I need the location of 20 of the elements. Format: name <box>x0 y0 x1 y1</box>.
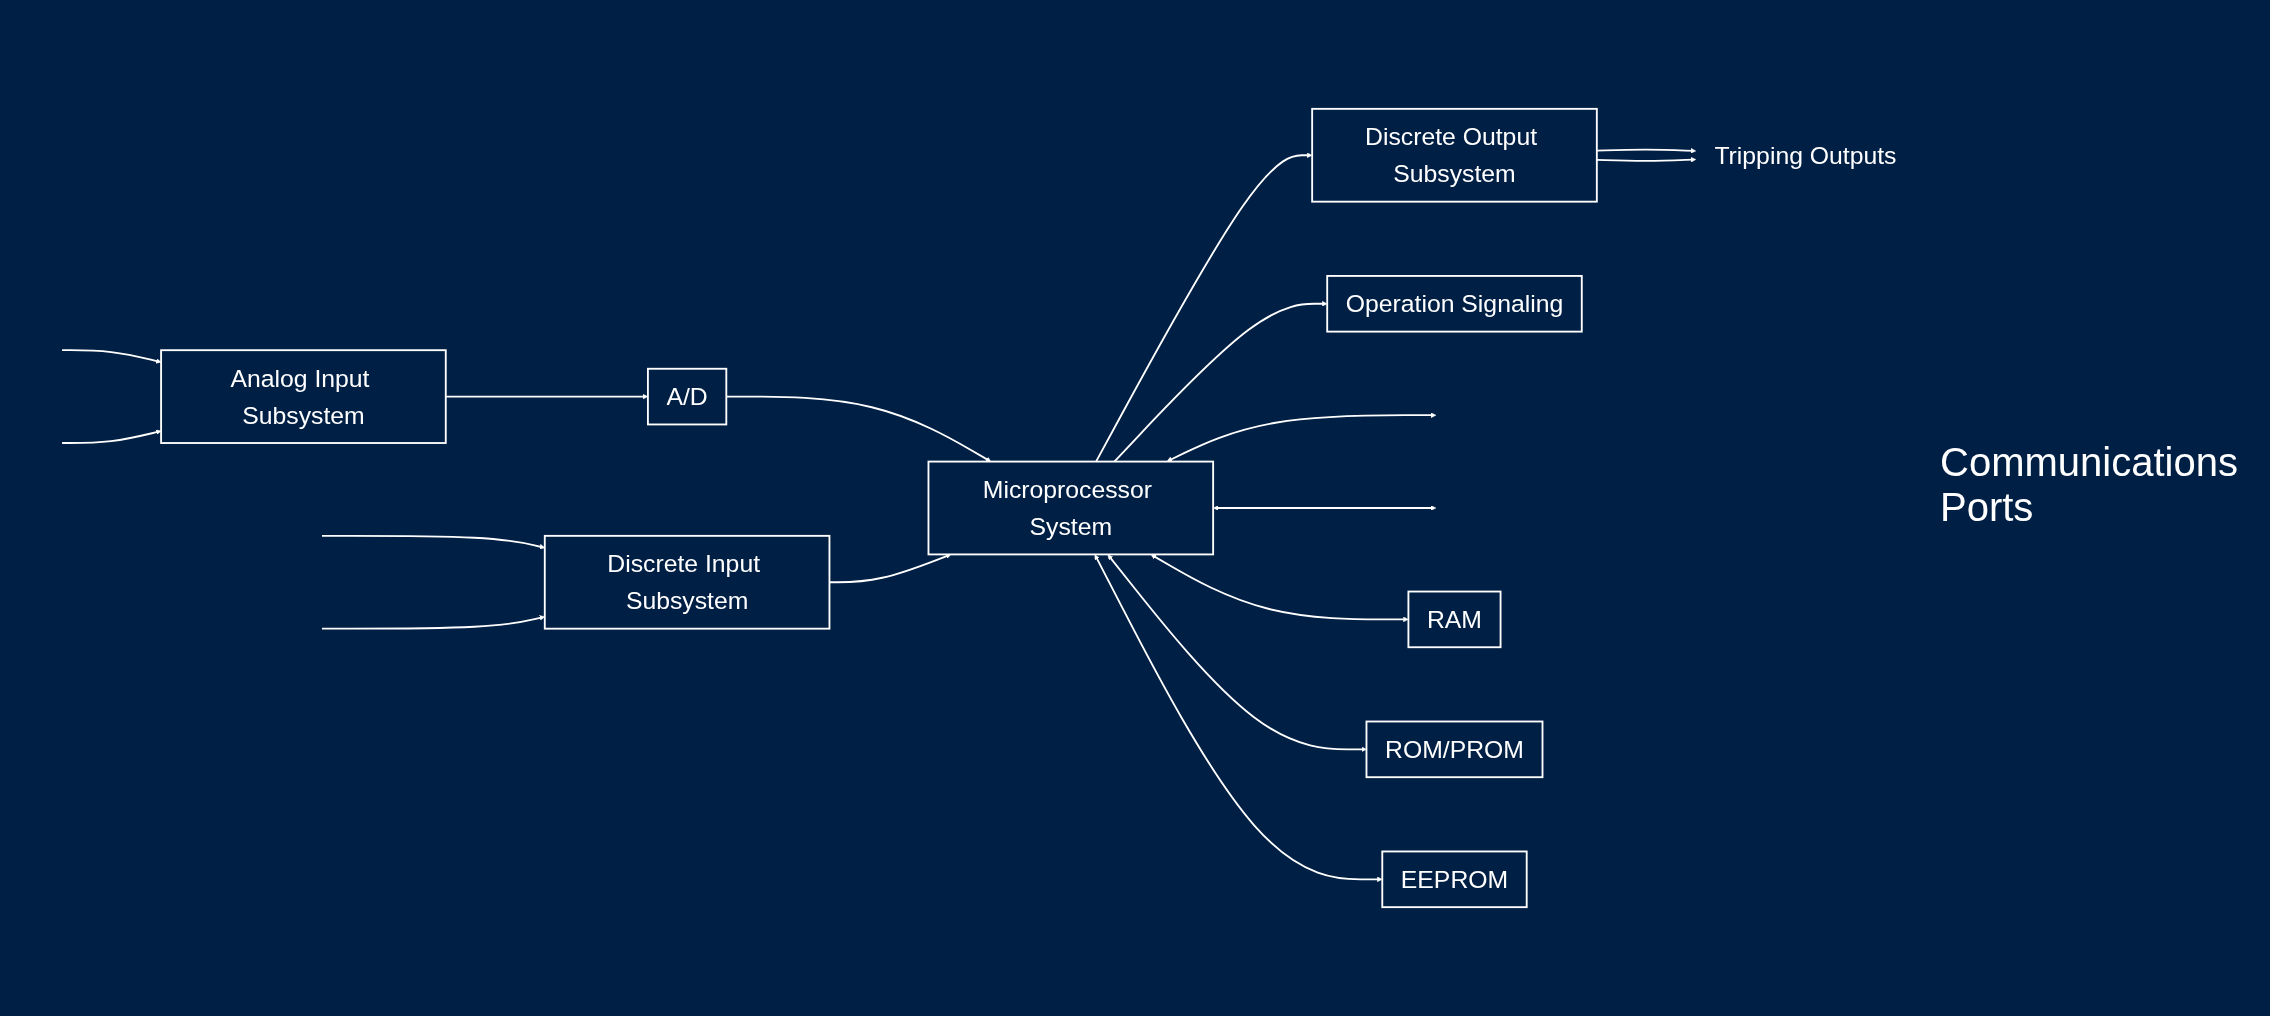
port-label: Communications Ports <box>1940 440 2239 530</box>
node-box: Discrete Output Subsystem <box>1311 107 1598 203</box>
arrow <box>1150 554 1409 623</box>
arrow <box>1107 554 1367 753</box>
node-box: EEPROM <box>1381 850 1528 909</box>
arrow <box>1094 554 1383 883</box>
arrow <box>1113 301 1328 463</box>
node-box: RAM <box>1407 590 1502 649</box>
node-box: A/D <box>647 367 728 426</box>
node-box: ROM/PROM <box>1365 720 1544 779</box>
node-box: Operation Signaling <box>1326 275 1583 333</box>
node-box: Discrete Input Subsystem <box>543 534 831 630</box>
node-box: Microprocessor System <box>927 460 1215 556</box>
node-text: Tripping Outputs <box>1714 141 1897 169</box>
arrow <box>1095 152 1313 463</box>
arrow <box>1166 412 1437 462</box>
node-box: Analog Input Subsystem <box>160 349 447 444</box>
arrow <box>61 429 162 444</box>
arrow <box>1213 505 1437 511</box>
arrow <box>61 349 162 364</box>
